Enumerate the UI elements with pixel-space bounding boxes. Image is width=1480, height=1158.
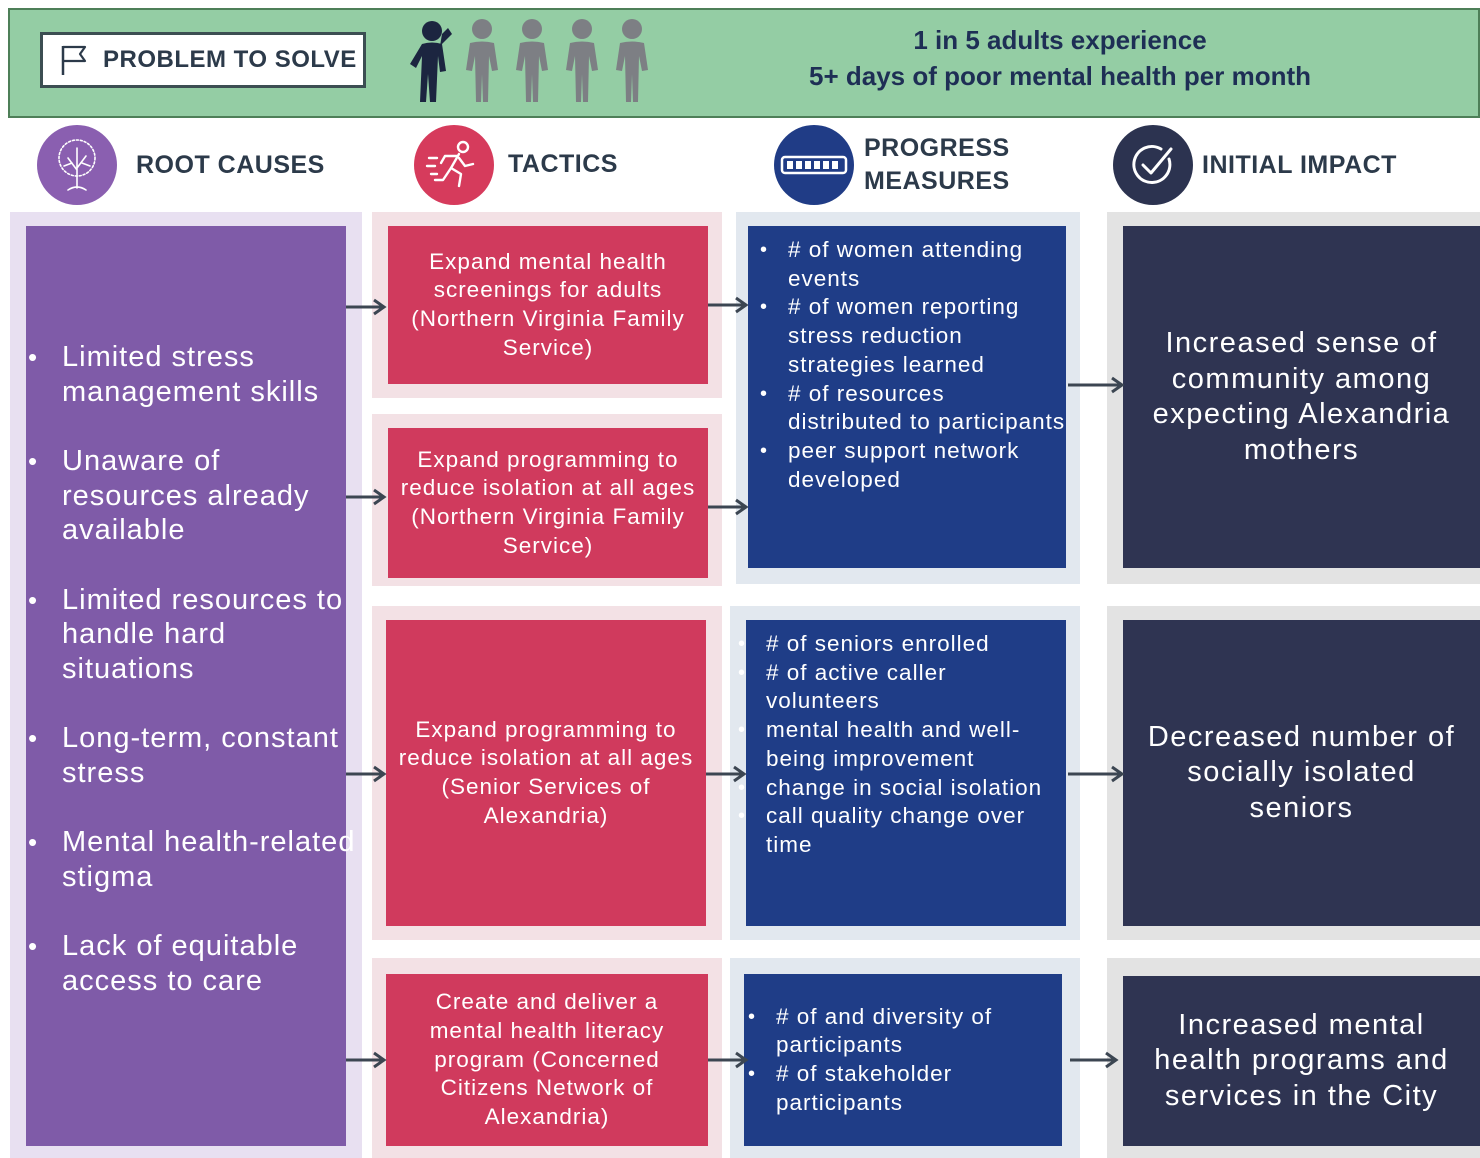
arrow-right-icon [1068, 376, 1125, 394]
header-progress-line2: MEASURES [864, 167, 1010, 195]
problem-label-box: PROBLEM TO SOLVE [40, 32, 366, 88]
problem-statement-line2: 5+ days of poor mental health per month [808, 61, 1312, 91]
arrow-right-icon [346, 765, 387, 783]
problem-label: PROBLEM TO SOLVE [103, 46, 357, 73]
root-cause-item: Unaware of resources already available [26, 444, 356, 548]
arrow-right-icon [1068, 765, 1125, 783]
measures-box: # of and diversity of participants # of … [744, 974, 1062, 1146]
problem-statement: 1 in 5 adults experience 5+ days of poor… [720, 22, 1400, 98]
measure-item: mental health and well-being improvement [726, 716, 1066, 773]
problem-statement-line1: 1 in 5 adults experience [913, 25, 1207, 55]
header-progress-measures: PROGRESS MEASURES [864, 132, 1010, 198]
measure-item: change in social isolation [726, 774, 1066, 803]
tree-icon [37, 125, 117, 205]
root-cause-item: Mental health-related stigma [26, 825, 356, 894]
flag-icon [61, 45, 87, 75]
measure-item: # of active caller volunteers [726, 659, 1066, 716]
header-initial-impact: INITIAL IMPACT [1202, 151, 1397, 179]
tactic-box: Expand programming to reduce isolation a… [386, 620, 706, 926]
measures-box: # of seniors enrolled # of active caller… [738, 620, 1066, 926]
root-cause-item: Limited resources to handle hard situati… [26, 583, 356, 687]
arrow-right-icon [706, 765, 747, 783]
measure-item: # of and diversity of participants [736, 1003, 1062, 1060]
measures-box: # of women attending events # of women r… [748, 226, 1066, 568]
arrow-right-icon [346, 1051, 387, 1069]
arrow-right-icon [708, 498, 749, 516]
people-icon [410, 19, 648, 102]
measure-item: # of women reporting stress reduction st… [748, 293, 1066, 379]
header-tactics: TACTICS [508, 150, 618, 178]
tactic-box: Create and deliver a mental health liter… [386, 974, 708, 1146]
tactic-box: Expand mental health screenings for adul… [388, 226, 708, 384]
arrow-right-icon [708, 296, 749, 314]
arrow-right-icon [346, 298, 387, 316]
tactic-box: Expand programming to reduce isolation a… [388, 428, 708, 578]
root-cause-item: Lack of equitable access to care [26, 929, 356, 998]
header-root-causes: ROOT CAUSES [136, 151, 325, 179]
root-cause-item: Long-term, constant stress [26, 721, 356, 790]
arrow-right-icon [1070, 1051, 1119, 1069]
impact-box: Decreased number of socially isolated se… [1123, 620, 1480, 926]
measure-item: # of stakeholder participants [736, 1060, 1062, 1117]
impact-box: Increased sense of community among expec… [1123, 226, 1480, 568]
measure-item: # of resources distributed to participan… [748, 380, 1066, 437]
root-causes-list: Limited stress management skills Unaware… [26, 340, 356, 998]
measure-item: peer support network developed [748, 437, 1066, 494]
checkmark-icon [1113, 125, 1193, 205]
progress-bar-icon [774, 125, 854, 205]
impact-box: Increased mental health programs and ser… [1123, 976, 1480, 1146]
measure-item: call quality change over time [726, 802, 1066, 859]
header-progress-line1: PROGRESS [864, 134, 1010, 162]
arrow-right-icon [708, 1051, 749, 1069]
arrow-right-icon [346, 488, 387, 506]
running-person-icon [414, 125, 494, 205]
root-cause-item: Limited stress management skills [26, 340, 356, 409]
measure-item: # of women attending events [748, 236, 1066, 293]
measure-item: # of seniors enrolled [726, 630, 1066, 659]
